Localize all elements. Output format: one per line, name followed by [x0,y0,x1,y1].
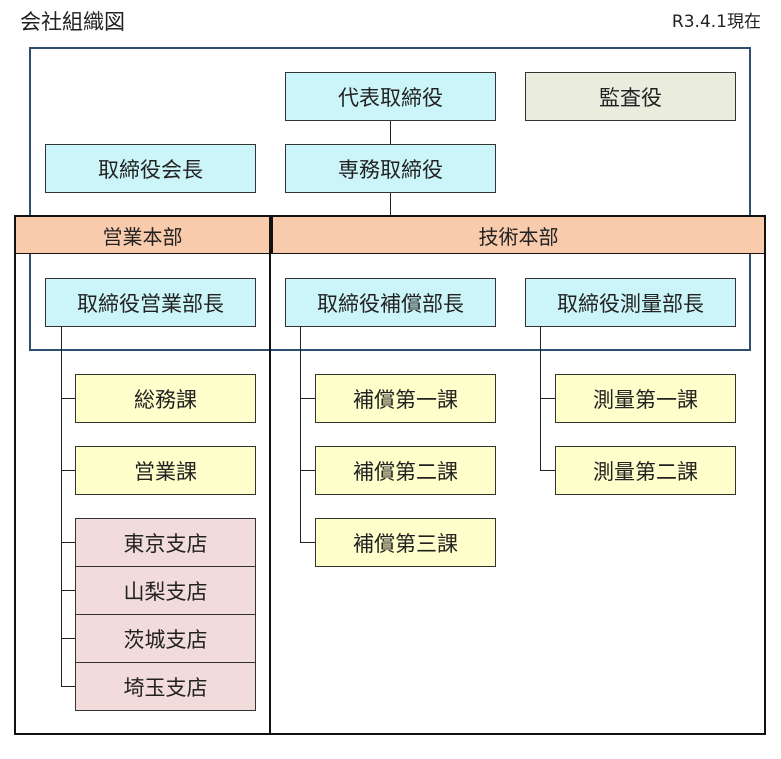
compensation-unit-box: 補償第三課 [315,518,496,567]
connector-managing-to-divisions [390,192,391,215]
branch-box: 東京支店 [75,518,256,567]
executive-frame [29,47,751,351]
connector-sales-branch-4 [61,686,75,687]
survey-unit-box: 測量第一課 [555,374,736,423]
sales-division-header: 営業本部 [16,217,269,254]
connector-sales-unit-1 [61,398,75,399]
connector-compensation-vertical [300,326,301,542]
connector-sales-branch-2 [61,590,75,591]
survey-unit-box: 測量第二課 [555,446,736,495]
connector-sales-vertical [61,326,62,686]
compensation-unit-box: 補償第二課 [315,446,496,495]
sales-head-box: 取締役営業部長 [45,278,256,327]
sales-unit-box: 総務課 [75,374,256,423]
survey-head-box: 取締役測量部長 [525,278,736,327]
connector-survey-unit-1 [540,398,555,399]
connector-compensation-unit-1 [300,398,315,399]
managing-director-box: 専務取締役 [285,144,496,193]
connector-sales-branch-1 [61,542,75,543]
connector-compensation-unit-2 [300,470,315,471]
page-title: 会社組織図 [20,10,125,34]
branch-box: 茨城支店 [75,614,256,663]
connector-compensation-unit-3 [300,542,315,543]
connector-sales-branch-3 [61,638,75,639]
connector-survey-unit-2 [540,470,555,471]
compensation-head-box: 取締役補償部長 [285,278,496,327]
connector-rep-to-managing [390,120,391,144]
technical-division-frame [269,215,766,735]
auditor-box: 監査役 [525,72,736,121]
connector-sales-unit-2 [61,470,75,471]
as-of-date: R3.4.1現在 [671,12,761,32]
technical-division-header: 技術本部 [271,217,764,254]
sales-unit-box: 営業課 [75,446,256,495]
representative-director-box: 代表取締役 [285,72,496,121]
compensation-unit-box: 補償第一課 [315,374,496,423]
branch-box: 山梨支店 [75,566,256,615]
branch-box: 埼玉支店 [75,662,256,711]
chairman-box: 取締役会長 [45,144,256,193]
